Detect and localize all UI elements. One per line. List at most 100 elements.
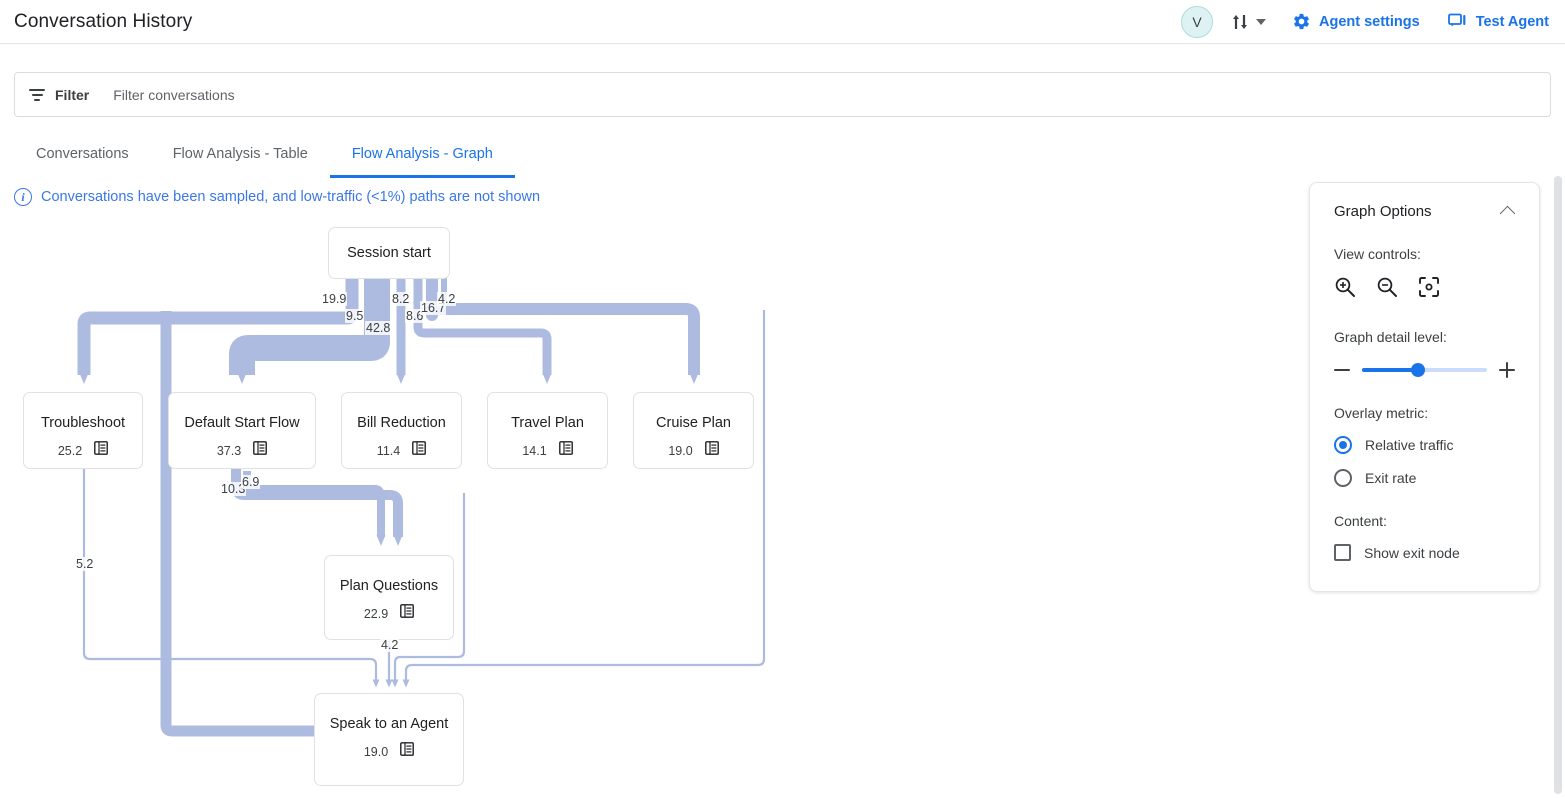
graph-node-default-start-flow[interactable]: Default Start Flow 37.3 [168,392,316,469]
gear-icon [1292,12,1311,31]
vertical-scrollbar[interactable] [1554,176,1562,794]
tab-conversations[interactable]: Conversations [36,146,129,162]
view-controls-label: View controls: [1334,246,1421,262]
test-agent-link[interactable]: Test Agent [1447,13,1549,31]
radio-icon-selected[interactable] [1334,436,1352,454]
node-title: Plan Questions [339,578,439,594]
sort-control[interactable] [1231,12,1266,32]
node-title: Speak to an Agent [329,716,449,732]
node-title: Bill Reduction [357,415,446,431]
filter-bar[interactable]: Filter Filter conversations [14,72,1551,117]
filter-icon [29,88,45,101]
edge-label: 42.8 [365,321,392,335]
radio-icon[interactable] [1334,469,1352,487]
tab-bar: Conversations Flow Analysis - Table Flow… [14,130,515,178]
checkbox-show-exit-node[interactable]: Show exit node [1334,544,1515,561]
table-list-icon[interactable] [558,441,573,460]
filter-input[interactable]: Filter conversations [113,86,235,103]
radio-label: Exit rate [1365,470,1417,486]
node-meta: 19.0 [668,441,719,460]
node-title: Default Start Flow [184,415,300,431]
table-list-icon[interactable] [253,441,268,460]
node-meta: 22.9 [363,604,415,623]
node-value: 14.1 [522,443,547,458]
node-value: 22.9 [363,606,389,621]
sampling-banner-text: Conversations have been sampled, and low… [41,189,541,205]
sampling-banner: i Conversations have been sampled, and l… [14,188,540,206]
flow-graph-canvas[interactable]: Session start Troubleshoot 25.2 Default … [0,215,1545,798]
graph-node-session-start[interactable]: Session start [328,227,450,279]
table-list-icon[interactable] [400,604,415,623]
edge-label: 9.5 [345,309,365,323]
node-title: Cruise Plan [656,415,731,431]
detail-level-label: Graph detail level: [1334,329,1447,345]
plus-icon[interactable] [1499,362,1515,378]
graph-node-troubleshoot[interactable]: Troubleshoot 25.2 [23,392,143,469]
view-controls [1334,276,1515,303]
edge-label: 8.2 [391,292,411,306]
edge-label: 10.3 [220,482,247,496]
chevron-up-icon[interactable] [1499,205,1516,222]
graph-options-panel: Graph Options View controls: [1309,182,1540,592]
graph-node-bill-reduction[interactable]: Bill Reduction 11.4 [341,392,462,469]
table-list-icon[interactable] [412,441,427,460]
node-value: 19.0 [668,443,693,458]
graph-node-travel-plan[interactable]: Travel Plan 14.1 [487,392,608,469]
content-label: Content: [1334,513,1387,529]
node-value: 11.4 [376,443,401,458]
chevron-down-icon [1255,18,1266,25]
chat-bubble-icon [1447,13,1468,31]
sort-arrows-icon [1231,12,1249,32]
edge-label: 4.2 [380,638,400,652]
checkbox-icon[interactable] [1334,544,1351,561]
info-icon: i [14,188,32,206]
graph-node-plan-questions[interactable]: Plan Questions 22.9 [324,555,454,640]
graph-node-cruise-plan[interactable]: Cruise Plan 19.0 [633,392,754,469]
graph-options-header[interactable]: Graph Options [1334,203,1516,222]
edge-label: 8.6 [405,309,425,323]
node-meta: 19.0 [363,742,415,761]
test-agent-label: Test Agent [1475,13,1549,30]
node-value: 25.2 [57,443,83,458]
detail-level-control[interactable] [1334,361,1515,379]
slider-thumb[interactable] [1411,363,1426,377]
zoom-in-icon[interactable] [1334,276,1356,303]
filter-label: Filter [55,86,90,103]
minus-icon[interactable] [1334,368,1350,372]
edge-label: 6.9 [241,475,261,489]
agent-settings-link[interactable]: Agent settings [1292,12,1420,31]
node-title: Travel Plan [511,415,584,431]
zoom-out-icon[interactable] [1376,276,1398,303]
tab-flow-analysis-table[interactable]: Flow Analysis - Table [172,146,308,162]
node-meta: 11.4 [376,441,427,460]
table-list-icon[interactable] [400,742,415,761]
flow-edges [77,275,766,766]
node-meta: 14.1 [522,441,573,460]
radio-label: Relative traffic [1365,437,1454,453]
node-value: 19.0 [363,744,389,759]
node-value: 37.3 [216,443,242,458]
node-title: Troubleshoot [40,415,126,431]
fit-to-screen-icon[interactable] [1418,276,1440,303]
edge-label: 19.9 [321,292,348,306]
checkbox-label: Show exit node [1364,544,1460,561]
top-bar: Conversation History V Agent settings [0,0,1565,44]
table-list-icon[interactable] [94,441,109,460]
node-title: Session start [347,245,431,261]
edge-label: 5.2 [75,557,95,571]
detail-level-slider[interactable] [1362,361,1487,379]
graph-options-title: Graph Options [1334,203,1432,220]
page-title: Conversation History [14,10,193,32]
avatar[interactable]: V [1180,5,1213,38]
tab-flow-analysis-graph[interactable]: Flow Analysis - Graph [329,130,515,178]
node-meta: 25.2 [57,441,109,460]
top-bar-actions: V Agent settings [1180,0,1565,43]
edge-label: 4.2 [437,292,457,306]
agent-settings-label: Agent settings [1318,13,1420,30]
radio-exit-rate[interactable]: Exit rate [1334,469,1515,487]
overlay-metric-label: Overlay metric: [1334,405,1429,421]
node-meta: 37.3 [216,441,268,460]
graph-node-speak-to-an-agent[interactable]: Speak to an Agent 19.0 [314,693,464,786]
table-list-icon[interactable] [704,441,719,460]
radio-relative-traffic[interactable]: Relative traffic [1334,436,1515,454]
